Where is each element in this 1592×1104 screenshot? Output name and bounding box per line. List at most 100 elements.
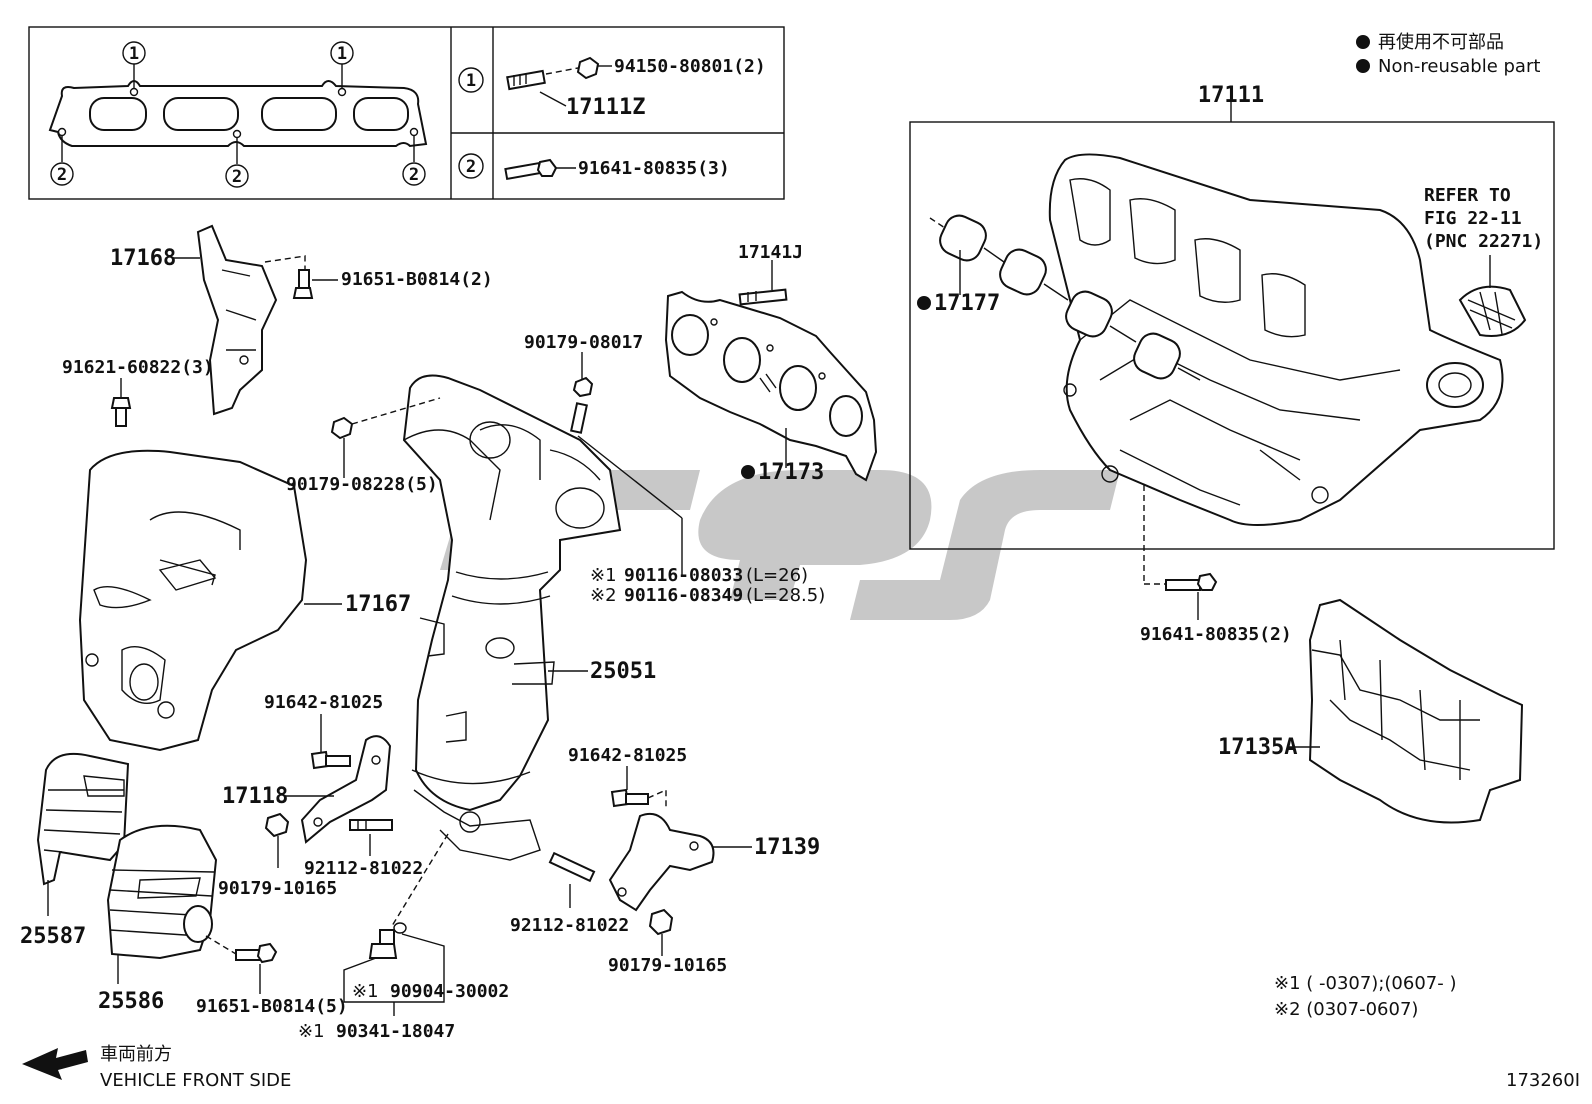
nut-icon [576, 56, 600, 80]
part-17111Z: 17111Z [566, 95, 645, 120]
stud-92112a [349, 819, 393, 831]
nut-90179-08228 [330, 397, 441, 478]
nut-90179-10165b [648, 908, 674, 936]
part-91641-80835-2: 91641-80835(2) [1140, 624, 1292, 645]
sensor-90341 [368, 922, 407, 959]
svg-text:1: 1 [466, 71, 476, 91]
direction-en: VEHICLE FRONT SIDE [100, 1070, 291, 1091]
mark-2a: ※2 [590, 585, 617, 606]
part-17173: 17173 [758, 460, 824, 485]
insulator-25587 [36, 752, 130, 886]
part-17168: 17168 [110, 246, 176, 271]
exhaust-manifold-25051 [402, 374, 622, 861]
gasket-marker-2c: 2 [402, 162, 426, 186]
exhaust-gasket-17173 [664, 290, 878, 482]
len-28-5: (L=28.5) [746, 585, 825, 606]
part-17177: 17177 [934, 291, 1000, 316]
part-90179-10165-b: 90179-10165 [608, 955, 727, 976]
part-90179-10165-a: 90179-10165 [218, 878, 337, 899]
part-90179-08017: 90179-08017 [524, 332, 643, 353]
legend-en: Non-reusable part [1378, 56, 1540, 77]
non-reusable-dot-icon [1356, 35, 1370, 49]
part-91621-60822: 91621-60822(3) [62, 357, 214, 378]
part-92112-81022-a: 92112-81022 [304, 858, 423, 879]
part-90116-08033: 90116-08033 [624, 565, 743, 586]
part-17135A: 17135A [1218, 735, 1297, 760]
gasket-marker-1a: 1 [122, 41, 146, 65]
gasket-marker-2a: 2 [50, 162, 74, 186]
part-17118: 17118 [222, 784, 288, 809]
intake-manifold [1048, 153, 1504, 526]
refer-line-1: REFER TO [1424, 185, 1511, 206]
insulator-17135A [1308, 598, 1524, 824]
part-91641-80835-3: 91641-80835(3) [578, 158, 730, 179]
part-91642-81025-a: 91642-81025 [264, 692, 383, 713]
direction-ja: 車両前方 [100, 1044, 172, 1065]
gasket-marker-2b: 2 [225, 164, 249, 188]
part-94150-80801: 94150-80801(2) [614, 56, 766, 77]
svg-text:1: 1 [337, 44, 347, 64]
stud-17141J [738, 288, 788, 306]
mark-1b: ※1 [352, 981, 379, 1002]
bolt-91651a [264, 255, 338, 299]
bracket-17118 [300, 735, 392, 844]
front-arrow-icon [22, 1048, 88, 1080]
insulator-17168 [196, 224, 278, 416]
bolt-91642b [610, 788, 667, 810]
nut-90179-10165a [264, 812, 290, 838]
part-90341-18047: 90341-18047 [336, 1021, 455, 1042]
part-90179-08228: 90179-08228(5) [286, 474, 438, 495]
bolt-91642a [310, 750, 351, 770]
row2-marker: 2 [458, 153, 484, 179]
nut-90179-08017 [570, 376, 594, 434]
bolt-91651b [205, 935, 278, 964]
intake-manifold-group: 17111 17177 [909, 83, 1555, 550]
part-91651-B0814-2: 91651-B0814(2) [341, 269, 493, 290]
svg-text:2: 2 [466, 157, 476, 177]
non-reusable-dot-icon [917, 296, 931, 310]
part-17139: 17139 [754, 835, 820, 860]
part-91642-81025-b: 91642-81025 [568, 745, 687, 766]
part-17141J: 17141J [738, 242, 803, 263]
gasket-outline [48, 64, 428, 164]
refer-line-3: (PNC 22271) [1424, 231, 1543, 252]
bolt-91621 [110, 397, 132, 427]
insulator-25586 [106, 824, 218, 960]
svg-text:2: 2 [57, 165, 67, 185]
intake-gasket [929, 214, 1201, 381]
part-17167: 17167 [345, 592, 411, 617]
footnote-2: ※2 (0307-0607) [1274, 999, 1418, 1020]
part-91651-B0814-5: 91651-B0814(5) [196, 996, 348, 1017]
bolt-icon [504, 158, 558, 181]
part-90116-08349: 90116-08349 [624, 585, 743, 606]
part-25587: 25587 [20, 924, 86, 949]
non-reusable-dot-icon [741, 465, 755, 479]
svg-text:2: 2 [409, 165, 419, 185]
legend-ja: 再使用不可部品 [1378, 32, 1504, 53]
row1-marker: 1 [458, 67, 484, 93]
part-92112-81022-b: 92112-81022 [510, 915, 629, 936]
refer-part-icon [1458, 285, 1527, 337]
stud-92112b [548, 851, 596, 883]
mark-1a: ※1 [590, 565, 617, 586]
bracket-17139 [608, 812, 715, 912]
len-26: (L=26) [746, 565, 808, 586]
bolt-91641b [1143, 485, 1218, 620]
svg-text:2: 2 [232, 167, 242, 187]
mark-1c: ※1 [298, 1021, 325, 1042]
legend: 再使用不可部品 Non-reusable part [1356, 32, 1540, 77]
figure-id: 173260I [1506, 1070, 1580, 1091]
part-25051: 25051 [590, 659, 656, 684]
non-reusable-dot-icon [1356, 59, 1370, 73]
part-17111: 17111 [1198, 83, 1264, 108]
inset-table: 1 1 2 2 2 1 2 94150-80801(2) 17111Z 9164… [28, 26, 785, 200]
insulator-17167 [78, 449, 308, 752]
footnote-1: ※1 ( -0307);(0607- ) [1274, 973, 1456, 994]
gasket-marker-1b: 1 [330, 41, 354, 65]
stud-icon [506, 69, 546, 91]
part-90904-30002: 90904-30002 [390, 981, 509, 1002]
part-25586: 25586 [98, 989, 164, 1014]
refer-line-2: FIG 22-11 [1424, 208, 1522, 229]
svg-text:1: 1 [129, 44, 139, 64]
